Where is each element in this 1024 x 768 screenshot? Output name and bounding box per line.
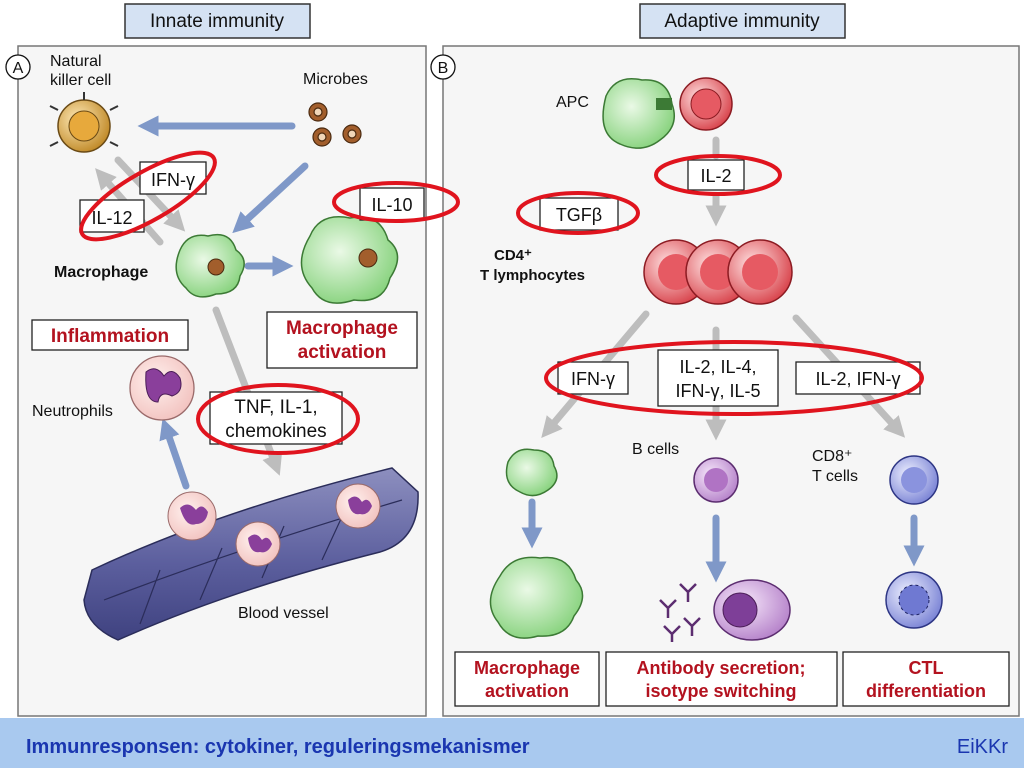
outcome-ctl-2: differentiation bbox=[866, 681, 986, 701]
tgf-box bbox=[539, 197, 619, 231]
arrow-vessel-to-neutrophils bbox=[159, 418, 190, 490]
outcome-macrophage-2: activation bbox=[485, 681, 569, 701]
cd4-label-2: T lymphocytes bbox=[480, 267, 585, 284]
highlight-ifn-il12 bbox=[79, 150, 217, 242]
cd8-label-2: T cells bbox=[812, 468, 858, 485]
apc-icon bbox=[602, 78, 675, 149]
nk-label-2: killer cell bbox=[50, 72, 111, 89]
blood-vessel-label: Blood vessel bbox=[238, 605, 329, 622]
outcome-ctl-box bbox=[842, 651, 1010, 707]
macrophage-activated-adaptive-icon bbox=[489, 556, 584, 639]
il12-box bbox=[79, 199, 145, 233]
outcome-antibody-box bbox=[605, 651, 838, 707]
il10-box bbox=[359, 187, 425, 221]
ifn-gamma-adaptive-box bbox=[557, 361, 629, 395]
mhc-receptor-icon bbox=[656, 98, 672, 110]
arrow-microbes-to-macrophage bbox=[232, 162, 309, 234]
plasma-cell-nucleus-icon bbox=[722, 592, 758, 628]
inflammation-label: Inflammation bbox=[51, 326, 169, 347]
ctl-nucleus-icon bbox=[898, 584, 930, 616]
outcome-macrophage-box bbox=[454, 651, 600, 707]
antibody-icon bbox=[659, 583, 701, 642]
outcome-antibody-1: Antibody secretion; bbox=[636, 658, 805, 678]
header-adaptive-box bbox=[639, 3, 846, 39]
outcome-antibody-2: isotype switching bbox=[645, 681, 796, 701]
footer-title: Immunresponsen: cytokiner, reguleringsme… bbox=[26, 736, 530, 758]
il12-label: IL-12 bbox=[91, 208, 132, 228]
ifn-gamma-innate: IFN-γ bbox=[151, 170, 195, 190]
b-cell-nucleus-icon bbox=[704, 468, 728, 492]
b-cells-label: B cells bbox=[632, 441, 679, 458]
highlight-cytokine-row bbox=[544, 340, 924, 416]
neutrophil-nucleus-icon bbox=[145, 368, 182, 403]
tnf-label-1: TNF, IL-1, bbox=[234, 397, 317, 418]
header-innate-box bbox=[124, 3, 311, 39]
panel-letter-b: B bbox=[438, 60, 449, 77]
neutrophils-label: Neutrophils bbox=[32, 403, 113, 420]
highlight-il10 bbox=[332, 181, 460, 223]
highlight-tgf bbox=[516, 191, 640, 235]
outcome-macrophage-1: Macrophage bbox=[474, 658, 580, 678]
il10-label: IL-10 bbox=[371, 195, 412, 215]
panel-letter-b-circle bbox=[430, 54, 456, 80]
footer-bar: Immunresponsen: cytokiner, reguleringsme… bbox=[0, 718, 1024, 768]
header-innate: Innate immunity bbox=[150, 11, 285, 32]
mixed-cytokines-box bbox=[657, 349, 779, 407]
inflammation-box bbox=[31, 319, 189, 351]
panel-letter-a-circle bbox=[5, 54, 31, 80]
apc-label: APC bbox=[556, 94, 589, 111]
natural-killer-cell-icon bbox=[49, 92, 119, 153]
cd8-nucleus-icon bbox=[901, 467, 927, 493]
macrophage-activation-2: activation bbox=[298, 342, 387, 363]
tnf-label-2: chemokines bbox=[225, 421, 326, 442]
nk-label-1: Natural bbox=[50, 53, 102, 70]
il2-ifn-label: IL-2, IFN-γ bbox=[815, 369, 900, 389]
activated-microbe-icon bbox=[358, 248, 378, 268]
macrophage-activation-box bbox=[266, 311, 418, 369]
ifn-gamma-adaptive: IFN-γ bbox=[571, 369, 615, 389]
mixed-cytokines-1: IL-2, IL-4, bbox=[679, 357, 756, 377]
footer-mark: EiKKr bbox=[956, 736, 1008, 758]
cd4-t-lymphocytes-icon bbox=[643, 239, 793, 305]
cd8-label-1: CD8⁺ bbox=[812, 448, 852, 465]
tgf-label: TGFβ bbox=[556, 205, 602, 225]
header-adaptive: Adaptive immunity bbox=[664, 11, 820, 32]
mixed-cytokines-2: IFN-γ, IL-5 bbox=[675, 381, 760, 401]
microbes-label: Microbes bbox=[303, 71, 368, 88]
microbe-icon bbox=[308, 102, 362, 147]
highlight-il2 bbox=[654, 154, 782, 196]
macrophage-activation-1: Macrophage bbox=[286, 318, 398, 339]
t-helper-nucleus-icon bbox=[690, 88, 722, 120]
activated-macrophage-icon bbox=[300, 216, 399, 304]
tnf-box bbox=[209, 391, 343, 445]
macrophage-small-icon bbox=[505, 448, 558, 497]
il2-label: IL-2 bbox=[700, 166, 731, 186]
il2-box bbox=[687, 159, 745, 191]
cd4-label-1: CD4⁺ bbox=[494, 247, 532, 264]
blood-vessel-icon bbox=[83, 467, 419, 641]
engulfed-microbe-icon bbox=[207, 258, 225, 276]
outcome-ctl-1: CTL bbox=[909, 658, 944, 678]
panel-letter-a: A bbox=[13, 60, 24, 77]
macrophage-label: Macrophage bbox=[54, 264, 148, 281]
il2-ifn-box bbox=[795, 361, 921, 395]
highlight-tnf bbox=[196, 383, 360, 455]
